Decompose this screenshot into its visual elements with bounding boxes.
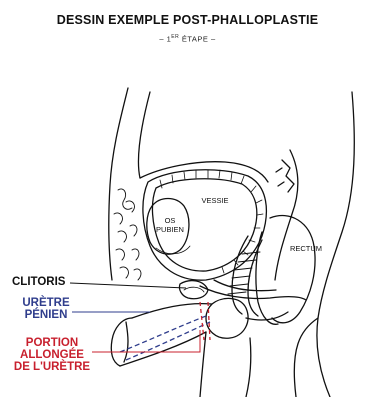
callout-portion-allongee: PORTION ALLONGÉE DE L'URÈTRE: [12, 337, 92, 373]
leader-clitoris: [70, 283, 186, 288]
abdomen-contour: [109, 88, 128, 280]
label-rectum: RECTUM: [284, 244, 328, 253]
inner-abdomen-line: [138, 92, 150, 178]
coccyx: [282, 160, 294, 192]
clitoris: [179, 281, 208, 299]
callout-clitoris: CLITORIS: [12, 276, 65, 288]
thigh-contour: [246, 338, 251, 397]
inner-thigh: [200, 332, 206, 397]
label-os: OS: [158, 216, 182, 225]
pelvic-floor: [200, 286, 306, 300]
label-vessie: VESSIE: [198, 196, 232, 205]
label-pubien: PUBIEN: [154, 225, 186, 234]
penile-urethra: [120, 316, 206, 352]
buttock-contour: [294, 318, 318, 397]
adipose-tissue: [114, 189, 141, 280]
callout-uretre-penien: URÈTRE PÉNIEN: [18, 297, 74, 321]
vaginal-canal-2: [248, 240, 262, 316]
sacrum-curve: [275, 150, 298, 280]
penile-urethra-2: [126, 322, 210, 360]
phallus-bottom: [120, 332, 206, 366]
